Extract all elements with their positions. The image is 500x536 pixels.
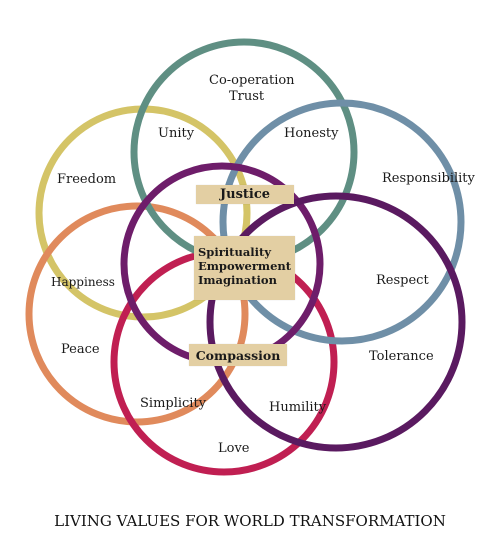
- label-respect: Respect: [376, 273, 429, 288]
- label-freedom: Freedom: [57, 172, 117, 187]
- label-humility: Humility: [269, 400, 327, 415]
- label-peace: Peace: [61, 342, 100, 357]
- label-cooperation: Co-operation: [209, 73, 295, 88]
- label-unity: Unity: [158, 126, 195, 141]
- ring-purple-right: [206, 192, 466, 452]
- label-tolerance: Tolerance: [369, 349, 434, 364]
- ring-blue: [219, 99, 465, 345]
- label-trust: Trust: [229, 89, 265, 104]
- imagination-label: Imagination: [198, 273, 277, 287]
- label-happiness: Happiness: [51, 275, 115, 289]
- label-responsibility: Responsibility: [382, 171, 475, 186]
- ring-orange: [25, 202, 249, 426]
- compassion-box: Compassion: [189, 344, 287, 366]
- diagram-title: LIVING VALUES FOR WORLD TRANSFORMATION: [54, 512, 446, 530]
- label-love: Love: [218, 441, 250, 456]
- core-values-box: Spirituality Empowerment Imagination: [194, 236, 295, 300]
- label-simplicity: Simplicity: [140, 396, 207, 411]
- empowerment-label: Empowerment: [198, 259, 292, 273]
- justice-box: Justice: [196, 185, 294, 204]
- spirituality-label: Spirituality: [198, 245, 271, 259]
- label-honesty: Honesty: [284, 126, 339, 141]
